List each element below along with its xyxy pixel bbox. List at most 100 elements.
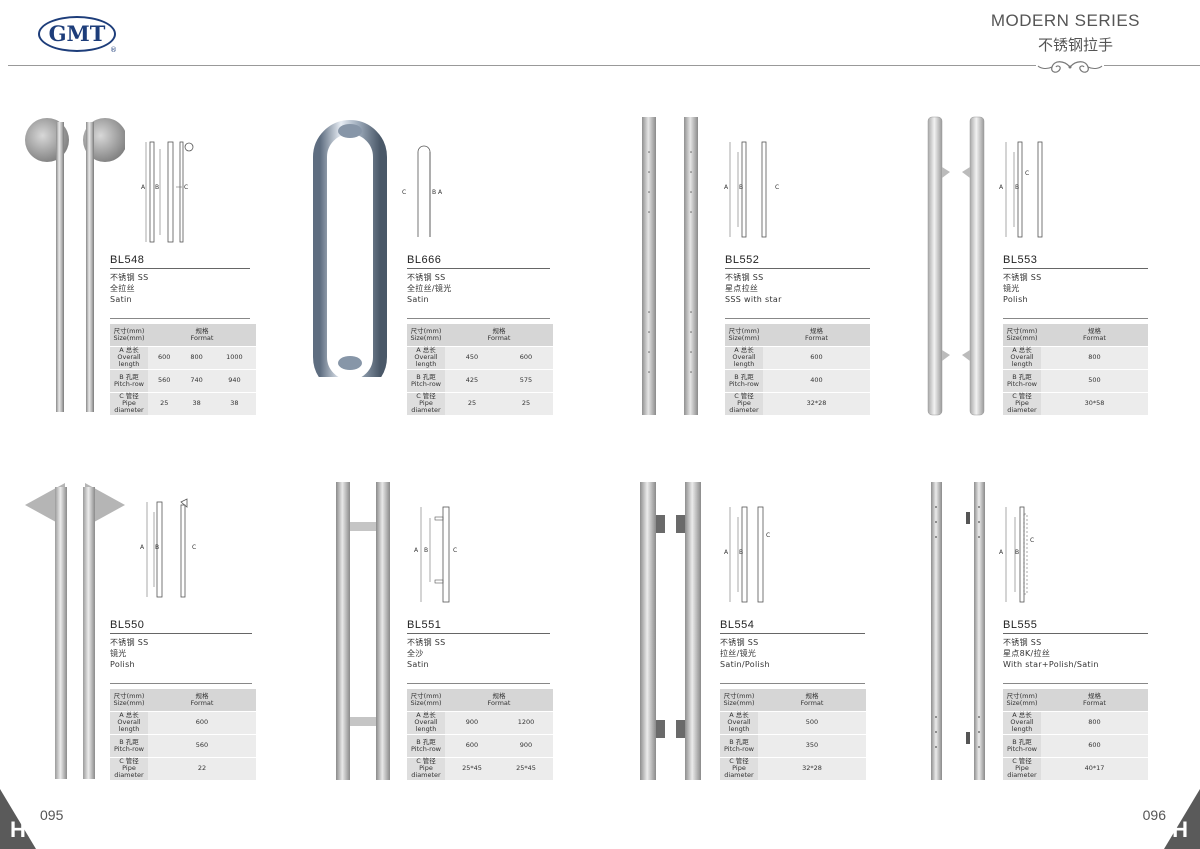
series-subtitle: 不锈钢拉手 — [1037, 36, 1113, 54]
product-image — [336, 482, 390, 780]
finish-en-label: Satin/Polish — [720, 660, 770, 669]
desc-underline — [110, 683, 252, 684]
product-image — [927, 116, 985, 416]
page-number-left: 095 — [40, 807, 64, 823]
product-bl552: A B C BL552 不锈钢 SS 星点拉丝 SSS with star 尺寸… — [620, 112, 920, 462]
product-bl548: A B C BL548 不锈钢 SS 全拉丝 Satin 尺寸(mm)Size(… — [25, 112, 325, 462]
product-bl555: A B C BL555 不锈钢 SS 星点8K/拉丝 With star+Pol… — [898, 477, 1198, 827]
gmt-logo: GMT — [38, 16, 118, 54]
model-number: BL666 — [407, 254, 442, 266]
finish-cn-label: 拉丝/镜光 — [720, 649, 757, 658]
material-label: 不锈钢 SS — [720, 638, 759, 647]
material-label: 不锈钢 SS — [407, 273, 446, 282]
model-underline — [1003, 268, 1148, 269]
model-number: BL550 — [110, 619, 145, 631]
corner-letter-left: H — [10, 817, 26, 842]
diagram-label-a: A — [999, 549, 1004, 556]
product-bl554: A B C BL554 不锈钢 SS 拉丝/镜光 Satin/Polish 尺寸… — [615, 477, 915, 827]
product-image — [931, 482, 985, 780]
material-label: 不锈钢 SS — [110, 638, 149, 647]
desc-underline — [720, 683, 865, 684]
product-description: 不锈钢 SS 全拉丝/镜光 Satin — [407, 272, 452, 305]
product-image — [25, 483, 125, 779]
finish-cn-label: 星点8K/拉丝 — [1003, 649, 1051, 658]
dimension-diagram: A B C — [724, 141, 779, 238]
product-description: 不锈钢 SS 镜光 Polish — [110, 637, 149, 670]
diagram-label-c: C — [453, 547, 457, 554]
dimension-diagram: A B C — [999, 506, 1034, 603]
desc-underline — [110, 318, 250, 319]
finish-cn-label: 镜光 — [110, 649, 127, 658]
finish-cn-label: 全拉丝 — [110, 284, 135, 293]
desc-underline — [1003, 683, 1148, 684]
model-underline — [407, 268, 550, 269]
model-underline — [110, 268, 250, 269]
model-number: BL548 — [110, 254, 145, 266]
finish-cn-label: 全沙 — [407, 649, 424, 658]
material-label: 不锈钢 SS — [110, 273, 149, 282]
dimension-diagram: A B C — [724, 506, 770, 603]
product-image — [313, 120, 387, 377]
model-number: BL553 — [1003, 254, 1038, 266]
finish-cn-label: 全拉丝/镜光 — [407, 284, 452, 293]
product-description: 不锈钢 SS 全拉丝 Satin — [110, 272, 149, 305]
corner-letter-right: H — [1172, 817, 1188, 842]
dimension-diagram: A B C — [414, 506, 457, 603]
corner-badge-right — [1164, 789, 1200, 849]
finish-en-label: Polish — [1003, 295, 1028, 304]
dimension-diagram: A B C — [140, 498, 196, 598]
diagram-label-c: C — [402, 189, 406, 196]
product-description: 不锈钢 SS 镜光 Polish — [1003, 272, 1042, 305]
dimension-diagram: C B A — [402, 145, 443, 237]
header-divider — [8, 65, 1200, 66]
product-bl553: A B C BL553 不锈钢 SS 镜光 Polish 尺寸(mm)Size(… — [898, 112, 1198, 462]
product-description: 不锈钢 SS 星点8K/拉丝 With star+Polish/Satin — [1003, 637, 1099, 670]
diagram-label-b: B — [739, 184, 743, 191]
diagram-label-a: A — [438, 189, 443, 196]
product-description: 不锈钢 SS 全沙 Satin — [407, 637, 446, 670]
desc-underline — [407, 683, 550, 684]
diagram-label-c: C — [184, 184, 188, 191]
dimension-diagram: A B C — [999, 141, 1043, 238]
finish-cn-label: 星点拉丝 — [725, 284, 759, 293]
finish-en-label: With star+Polish/Satin — [1003, 660, 1099, 669]
product-description: 不锈钢 SS 星点拉丝 SSS with star — [725, 272, 782, 305]
material-label: 不锈钢 SS — [1003, 273, 1042, 282]
diagram-label-a: A — [141, 184, 146, 191]
diagram-label-a: A — [724, 549, 729, 556]
diagram-label-a: A — [999, 184, 1004, 191]
logo-text: GMT — [48, 21, 106, 46]
model-number: BL555 — [1003, 619, 1038, 631]
model-underline — [720, 633, 865, 634]
diagram-label-b: B — [155, 544, 159, 551]
product-description: 不锈钢 SS 拉丝/镜光 Satin/Polish — [720, 637, 770, 670]
desc-underline — [407, 318, 550, 319]
corner-badge-left — [0, 789, 36, 849]
diagram-label-c: C — [1025, 170, 1029, 177]
diagram-label-a: A — [140, 544, 145, 551]
diagram-label-c: C — [766, 532, 770, 539]
finish-cn-label: 镜光 — [1003, 284, 1020, 293]
model-number: BL552 — [725, 254, 760, 266]
diagram-label-a: A — [414, 547, 419, 554]
logo-oval — [38, 16, 116, 52]
product-image — [640, 482, 701, 780]
model-underline — [110, 633, 252, 634]
finish-en-label: Polish — [110, 660, 135, 669]
finish-en-label: Satin — [110, 295, 132, 304]
diagram-label-c: C — [1030, 537, 1034, 544]
material-label: 不锈钢 SS — [1003, 638, 1042, 647]
material-label: 不锈钢 SS — [407, 638, 446, 647]
series-title: MODERN SERIES — [990, 11, 1140, 30]
desc-underline — [1003, 318, 1148, 319]
model-underline — [725, 268, 870, 269]
product-bl550: A B C BL550 不锈钢 SS 镜光 Polish 尺寸(mm)Size(… — [25, 477, 325, 827]
diagram-label-b: B — [1015, 549, 1019, 556]
